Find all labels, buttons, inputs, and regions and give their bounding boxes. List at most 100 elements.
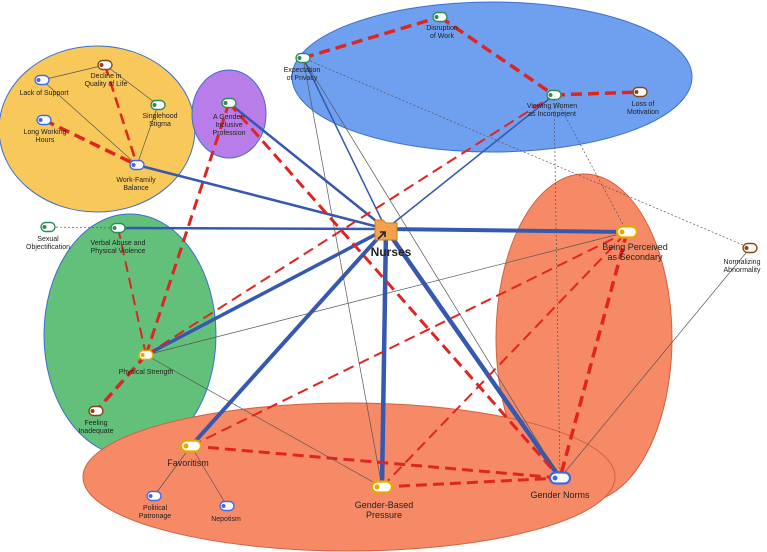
- feeling-label-line: Inadequate: [78, 428, 113, 435]
- verbal-chip-icon: [110, 222, 126, 234]
- lack-node[interactable]: Lack of Support: [19, 74, 69, 98]
- edge-nurses-physical: [145, 227, 387, 357]
- inclusive-label-line: Profession: [212, 130, 245, 137]
- decline-dot: [99, 63, 104, 67]
- disruption-label-line: of Work: [430, 33, 454, 40]
- arrow-icon: [377, 231, 386, 240]
- workfamily-dot: [131, 163, 136, 167]
- expectation-label-line: Expectation: [284, 67, 321, 74]
- favoritism-label-line: Favoritism: [167, 458, 209, 468]
- verbal-dot: [112, 226, 117, 230]
- edge-physical-inclusive: [144, 102, 231, 356]
- feeling-dot: [90, 409, 95, 413]
- edge-pressure-perceived: [381, 231, 628, 488]
- norms-chip-icon: [548, 471, 572, 485]
- expectation-label-line: of Privacy: [287, 75, 318, 82]
- edge-expectation-norms: [302, 57, 561, 479]
- physical-chip-icon: [138, 349, 154, 361]
- edge-nurses-viewing: [385, 94, 555, 230]
- viewing-chip-icon: [546, 89, 562, 101]
- edge-lack-decline: [41, 64, 106, 81]
- pressure-dot: [374, 484, 380, 490]
- edge-lack-workfamily: [41, 79, 138, 166]
- edge-nurses-verbal: [117, 226, 387, 231]
- nepotism-node[interactable]: Nepotism: [211, 500, 241, 524]
- viewing-label-line: as Incompetent: [528, 111, 576, 118]
- lack-chip-icon: [34, 74, 50, 86]
- feeling-label-line: Feeling: [85, 420, 108, 427]
- disruption-chip-icon: [432, 11, 448, 23]
- pressure-label-line: Gender-Based: [355, 500, 414, 510]
- edge-long-workfamily: [43, 118, 138, 167]
- workfamily-label-line: Work-Family: [116, 177, 156, 184]
- edge-nurses-favoritism: [189, 227, 388, 448]
- sexual-label-line: Objectification: [26, 244, 70, 251]
- edge-favoritism-norms: [190, 444, 561, 480]
- political-dot: [148, 494, 153, 498]
- edge-favoritism-perceived: [190, 231, 628, 447]
- edge-singlehood-workfamily: [136, 104, 159, 166]
- favoritism-node[interactable]: Favoritism: [167, 439, 209, 469]
- edge-favoritism-nepotism: [190, 445, 228, 507]
- inclusive-label-line: Inclusive: [215, 122, 242, 129]
- workfamily-label-line: Balance: [123, 185, 148, 192]
- nurses-node[interactable]: Nurses: [371, 219, 412, 259]
- edge-disruption-viewing: [439, 15, 555, 97]
- edge-decline-workfamily: [103, 64, 139, 166]
- physical-dot: [140, 353, 145, 357]
- physical-node[interactable]: Physical Strength: [119, 349, 174, 377]
- normalizing-label-line: Normalizing: [724, 259, 761, 266]
- sexual-dot: [42, 225, 47, 229]
- edge-expectation-normalizing: [302, 57, 751, 249]
- edge-normalizing-norms: [559, 247, 751, 479]
- political-chip-icon: [146, 490, 162, 502]
- edge-nurses-workfamily: [136, 163, 387, 231]
- expectation-dot: [297, 56, 302, 60]
- perceived-label-line: Being Perceived: [602, 242, 668, 252]
- perceived-label-line: as Secondary: [607, 252, 663, 262]
- norms-label-line: Gender Norms: [530, 490, 590, 500]
- edge-physical-perceived: [145, 231, 628, 356]
- normalizing-dot: [744, 246, 749, 250]
- folder-icon: [374, 219, 398, 241]
- favoritism-dot: [183, 443, 189, 449]
- decline-label-line: Quality of Life: [85, 81, 128, 88]
- edge-nurses-perceived: [385, 227, 628, 234]
- political-label-line: Patronage: [139, 513, 171, 520]
- viewing-label-line: Viewing Women: [527, 103, 577, 110]
- perceived-dot: [619, 229, 625, 235]
- edge-physical-viewing: [145, 94, 555, 356]
- long-dot: [38, 118, 43, 122]
- nepotism-dot: [221, 504, 226, 508]
- inclusive-chip-icon: [221, 97, 237, 109]
- verbal-label-line: Physical Violence: [91, 248, 146, 255]
- inclusive-dot: [223, 101, 228, 105]
- nurses-label: Nurses: [371, 245, 412, 259]
- viewing-dot: [548, 93, 553, 97]
- normalizing-chip-icon: [742, 242, 758, 254]
- long-chip-icon: [36, 114, 52, 126]
- workfamily-chip-icon: [129, 159, 145, 171]
- edge-decline-singlehood: [104, 64, 159, 106]
- regions: [0, 1, 693, 552]
- norms-node[interactable]: Gender Norms: [530, 471, 590, 501]
- edge-expectation-disruption: [302, 15, 441, 60]
- inclusive-label-line: A Gender-: [213, 114, 246, 121]
